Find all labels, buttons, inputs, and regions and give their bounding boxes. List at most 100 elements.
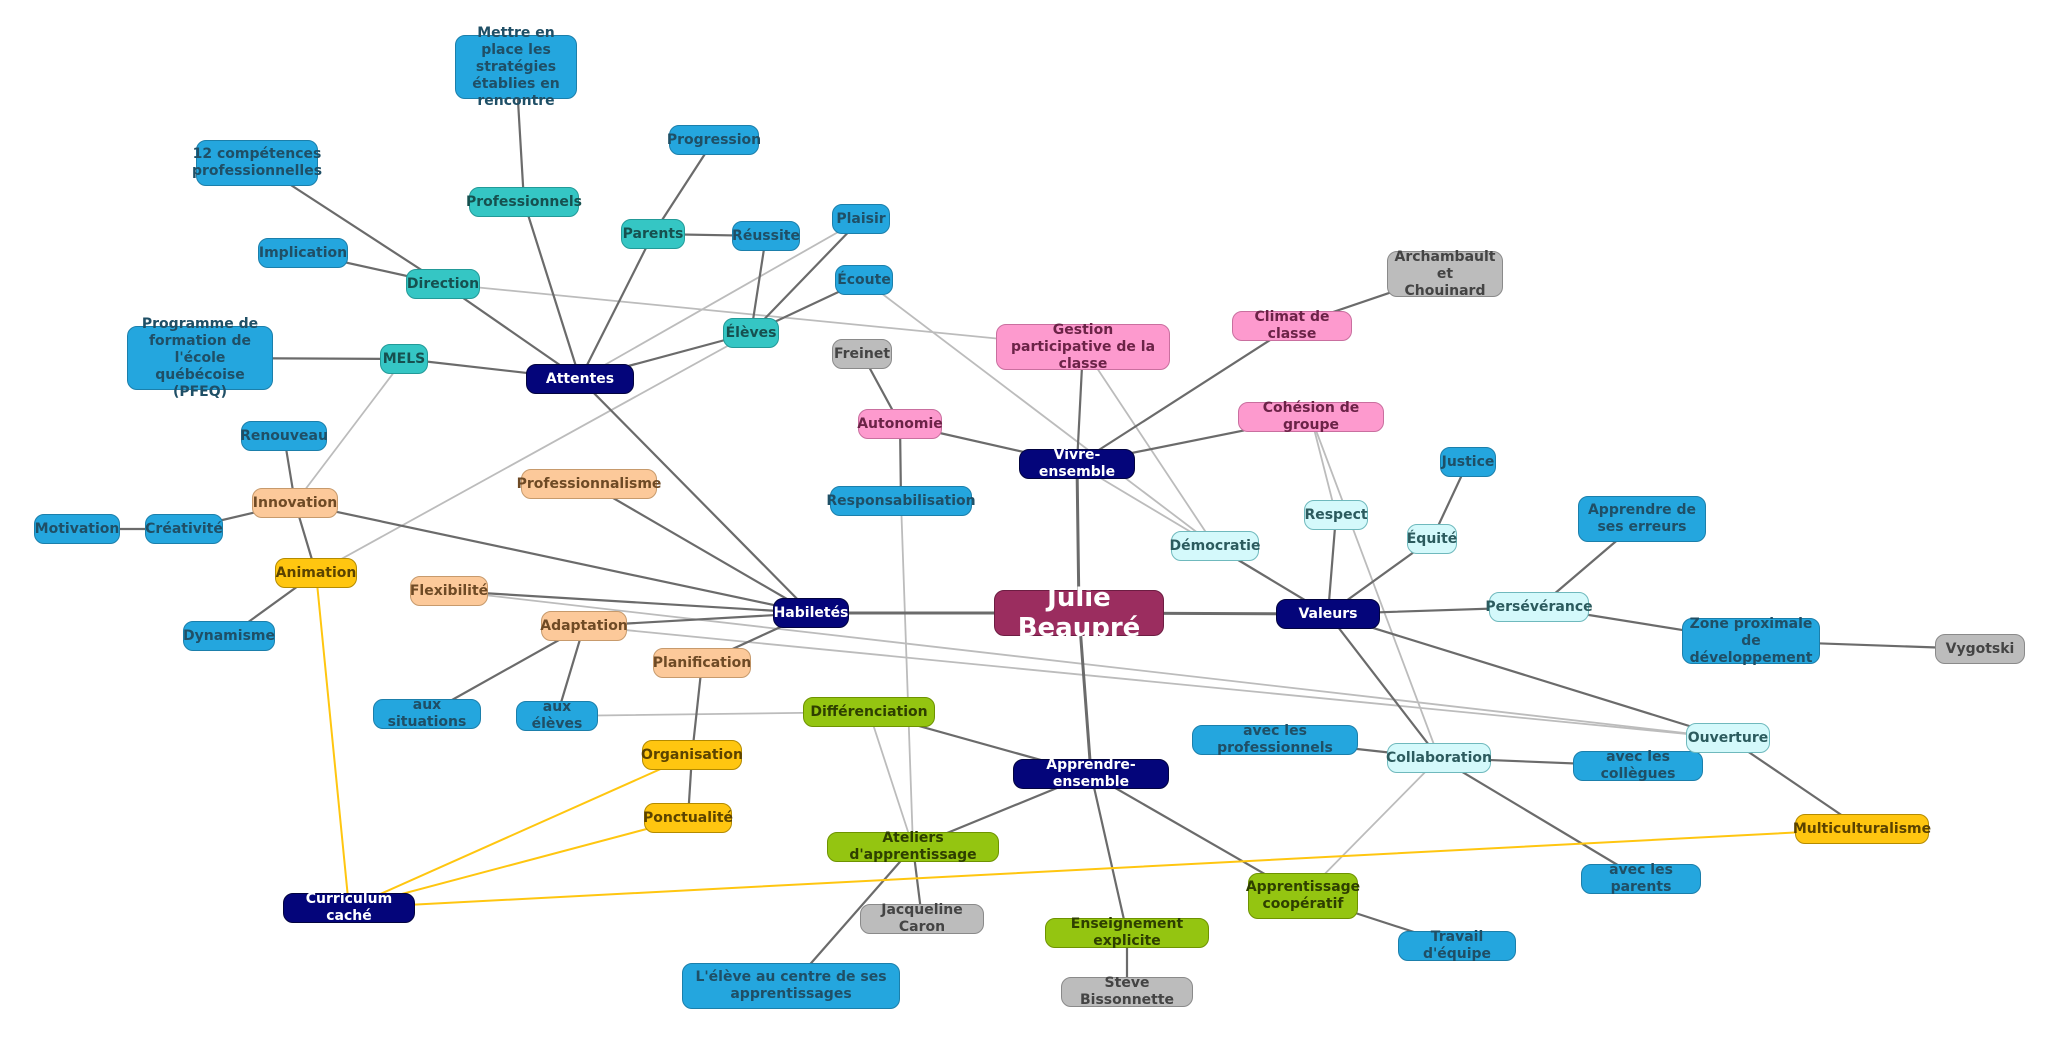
node-perseverance[interactable]: Persévérance (1485, 592, 1593, 622)
node-ouverture[interactable]: Ouverture (1686, 723, 1770, 753)
node-bissonnette[interactable]: Steve Bissonnette (1061, 975, 1193, 1008)
link-flexibilite-ouverture (448, 590, 1729, 739)
node-mettre[interactable]: Mettre en place les stratégies établies … (455, 25, 577, 109)
node-climat[interactable]: Climat de classe (1232, 309, 1352, 342)
node-planification[interactable]: Planification (653, 648, 751, 678)
node-douze[interactable]: 12 compétences professionnelles (192, 140, 322, 186)
node-adaptation[interactable]: Adaptation (540, 611, 628, 641)
link-collaboration-avecparents (1437, 756, 1643, 881)
node-plaisir[interactable]: Plaisir (832, 204, 890, 234)
node-flexibilite[interactable]: Flexibilité (410, 576, 488, 606)
node-autonomie[interactable]: Autonomie (857, 409, 943, 439)
link-valeurs-respect (1326, 513, 1338, 616)
link-vivre-climat (1075, 324, 1294, 466)
node-differenciation[interactable]: Différenciation (803, 697, 935, 727)
node-innovation[interactable]: Innovation (252, 488, 338, 518)
node-collaboration[interactable]: Collaboration (1386, 743, 1492, 773)
link-differenciation-ateliers (868, 711, 914, 848)
node-organisation[interactable]: Organisation (641, 740, 743, 770)
link-attentes-professionnels (522, 200, 582, 381)
link-apprendre-enseignement (1089, 772, 1129, 935)
node-equite[interactable]: Équité (1407, 524, 1457, 554)
link-responsabilisation-ateliers (900, 500, 914, 848)
link-root-vivre (1075, 462, 1081, 615)
node-implication[interactable]: Implication (258, 238, 348, 268)
link-habiletes-professionnalisme (587, 482, 813, 615)
node-aveccoll[interactable]: avec les collègues (1573, 749, 1703, 782)
node-curriculum[interactable]: Curriculum caché (283, 891, 415, 924)
node-archambault[interactable]: Archambault et Chouinard (1387, 249, 1503, 299)
link-habiletes-attentes (578, 377, 813, 615)
node-renouveau[interactable]: Renouveau (240, 421, 328, 451)
node-eleves[interactable]: Élèves (723, 318, 779, 348)
link-animation-eleves (315, 332, 752, 574)
node-dynamisme[interactable]: Dynamisme (183, 621, 275, 651)
node-caron[interactable]: Jacqueline Caron (860, 902, 984, 935)
node-parents[interactable]: Parents (621, 219, 685, 249)
node-creativite[interactable]: Créativité (145, 514, 223, 544)
node-justice[interactable]: Justice (1440, 447, 1496, 477)
node-responsabilisation[interactable]: Responsabilisation (826, 486, 976, 516)
node-attentes[interactable]: Attentes (526, 364, 634, 394)
node-direction[interactable]: Direction (406, 269, 480, 299)
node-mels[interactable]: MELS (380, 344, 428, 374)
node-avecparents[interactable]: avec les parents (1581, 862, 1701, 895)
link-organisation-curriculum (348, 754, 693, 909)
link-habiletes-innovation (293, 501, 813, 615)
node-enseignement[interactable]: Enseignement explicite (1045, 916, 1209, 949)
link-ecoute-democratie (863, 279, 1216, 547)
node-freinet[interactable]: Freinet (832, 339, 892, 369)
node-ponctualite[interactable]: Ponctualité (643, 803, 733, 833)
node-ateliers[interactable]: Ateliers d'apprentissage (827, 830, 999, 863)
link-ouverture-multiculturalisme (1726, 736, 1864, 831)
link-mels-innovation (294, 358, 405, 504)
link-multiculturalisme-curriculum (348, 828, 1863, 909)
node-root[interactable]: Julie Beaupré (994, 583, 1164, 643)
node-multiculturalisme[interactable]: Multiculturalisme (1793, 814, 1931, 844)
node-cooperatif[interactable]: Apprentissage coopératif (1246, 873, 1360, 919)
link-valeurs-collaboration (1326, 612, 1441, 760)
node-ecoute[interactable]: Écoute (835, 265, 893, 295)
node-avecprof[interactable]: avec les professionnels (1192, 723, 1358, 756)
link-attentes-direction (441, 282, 582, 381)
link-gestion-democratie (1082, 346, 1216, 547)
node-travail[interactable]: Travail d'équipe (1398, 929, 1516, 962)
link-eleves-plaisir (749, 217, 863, 335)
link-cohesion-collaboration (1310, 416, 1440, 759)
node-eleveCentre[interactable]: L'élève au centre de ses apprentissages (682, 963, 900, 1009)
node-respect[interactable]: Respect (1304, 500, 1368, 530)
link-direction-gestion (442, 283, 1084, 348)
node-vygotski[interactable]: Vygotski (1935, 634, 2025, 664)
link-ateliers-eleveCentre (789, 845, 915, 988)
node-professionnalisme[interactable]: Professionnalisme (517, 469, 661, 499)
link-attentes-parents (578, 232, 655, 381)
node-democratie[interactable]: Démocratie (1170, 531, 1260, 561)
link-adaptation-ouverture (583, 625, 1729, 739)
node-motivation[interactable]: Motivation (34, 514, 120, 544)
node-gestion[interactable]: Gestion participative de la classe (996, 322, 1170, 372)
node-animation[interactable]: Animation (275, 558, 357, 588)
node-cohesion[interactable]: Cohésion de groupe (1238, 400, 1384, 433)
link-parents-progression (651, 138, 716, 236)
node-auxsituations[interactable]: aux situations (373, 697, 481, 730)
node-professionnels[interactable]: Professionnels (466, 187, 582, 217)
node-pfeq[interactable]: Programme de formation de l'école québéc… (127, 316, 273, 400)
link-valeurs-ouverture (1326, 612, 1730, 740)
node-auxeleves[interactable]: aux élèves (516, 699, 598, 732)
link-attentes-plaisir (579, 218, 862, 380)
link-planification-organisation (690, 661, 704, 757)
link-eleves-reussite (749, 234, 768, 335)
node-valeurs[interactable]: Valeurs (1276, 599, 1380, 629)
node-zone[interactable]: Zone proximale de développement (1682, 616, 1820, 666)
node-apprendreerreurs[interactable]: Apprendre de ses erreurs (1578, 496, 1706, 542)
link-root-apprendre (1077, 611, 1093, 776)
link-habiletes-flexibilite (447, 589, 813, 615)
node-reussite[interactable]: Réussite (732, 221, 800, 251)
node-progression[interactable]: Progression (667, 125, 761, 155)
node-vivre[interactable]: Vivre-ensemble (1019, 447, 1135, 480)
link-cohesion-respect (1310, 416, 1337, 516)
node-habiletes[interactable]: Habiletés (773, 598, 849, 628)
node-apprendre[interactable]: Apprendre-ensemble (1013, 757, 1169, 790)
